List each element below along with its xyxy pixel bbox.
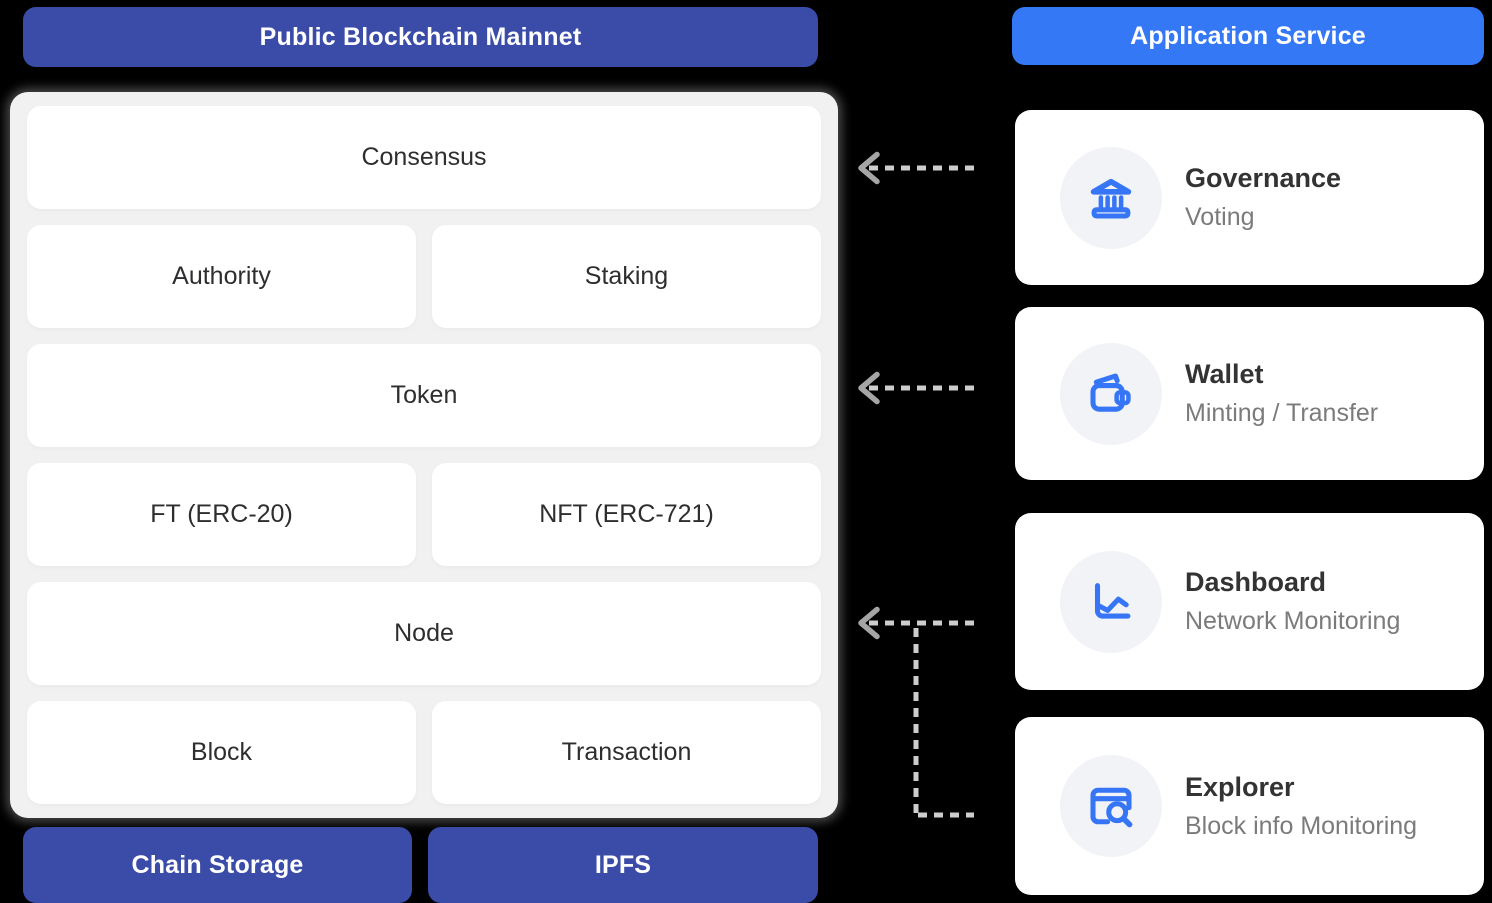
wallet-icon bbox=[1090, 372, 1131, 412]
explorer-icon-circle bbox=[1060, 755, 1162, 857]
box-node: Node bbox=[27, 582, 821, 685]
box-label: Transaction bbox=[561, 738, 692, 766]
chain-storage-label: Chain Storage bbox=[131, 850, 304, 879]
box-ft-erc20: FT (ERC-20) bbox=[27, 463, 416, 566]
card-governance: Governance Voting bbox=[1015, 110, 1484, 285]
line-chart-icon bbox=[1094, 582, 1131, 619]
governance-icon-circle bbox=[1060, 146, 1162, 249]
card-title: Explorer bbox=[1185, 771, 1295, 802]
governance-arrow bbox=[858, 151, 974, 185]
chain-storage-bar: Chain Storage bbox=[23, 827, 412, 903]
box-staking: Staking bbox=[432, 225, 821, 328]
panel-row: Block Transaction bbox=[27, 701, 821, 804]
application-service-header: Application Service bbox=[1012, 7, 1484, 65]
box-label: NFT (ERC-721) bbox=[539, 500, 714, 528]
mainnet-panel: Consensus Authority Staking Token FT (ER… bbox=[10, 92, 838, 818]
browser-search-icon bbox=[1090, 787, 1133, 828]
card-wallet: Wallet Minting / Transfer bbox=[1015, 307, 1484, 480]
box-label: Consensus bbox=[361, 143, 487, 171]
application-service-header-label: Application Service bbox=[1130, 21, 1366, 50]
box-block: Block bbox=[27, 701, 416, 804]
card-title: Dashboard bbox=[1185, 567, 1327, 597]
card-text: Dashboard Network Monitoring bbox=[1185, 567, 1400, 636]
panel-row: Authority Staking bbox=[27, 225, 821, 328]
ipfs-bar: IPFS bbox=[428, 827, 818, 903]
bank-icon bbox=[1090, 178, 1132, 219]
wallet-arrow bbox=[858, 371, 974, 405]
card-title: Governance bbox=[1185, 163, 1342, 193]
box-label: FT (ERC-20) bbox=[150, 500, 293, 528]
dashboard-explorer-arrow bbox=[858, 606, 974, 818]
mainnet-header-label: Public Blockchain Mainnet bbox=[259, 22, 582, 51]
card-dashboard: Dashboard Network Monitoring bbox=[1015, 513, 1484, 690]
panel-row: Token bbox=[27, 344, 821, 447]
card-text: Wallet Minting / Transfer bbox=[1185, 359, 1378, 428]
ipfs-label: IPFS bbox=[594, 850, 652, 879]
card-subtitle: Network Monitoring bbox=[1185, 607, 1401, 635]
box-nft-erc721: NFT (ERC-721) bbox=[432, 463, 821, 566]
box-label: Token bbox=[390, 381, 458, 409]
box-consensus: Consensus bbox=[27, 106, 821, 209]
mainnet-header: Public Blockchain Mainnet bbox=[23, 7, 818, 67]
card-explorer: Explorer Block info Monitoring bbox=[1015, 717, 1484, 895]
card-title: Wallet bbox=[1185, 359, 1264, 389]
panel-row: Node bbox=[27, 582, 821, 685]
dashboard-icon-circle bbox=[1060, 550, 1162, 653]
panel-row: FT (ERC-20) NFT (ERC-721) bbox=[27, 463, 821, 566]
card-subtitle: Block info Monitoring bbox=[1185, 811, 1418, 840]
wallet-icon-circle bbox=[1060, 342, 1162, 445]
card-subtitle: Voting bbox=[1185, 203, 1255, 231]
box-label: Staking bbox=[584, 262, 669, 290]
box-authority: Authority bbox=[27, 225, 416, 328]
panel-row: Consensus bbox=[27, 106, 821, 209]
box-transaction: Transaction bbox=[432, 701, 821, 804]
box-token: Token bbox=[27, 344, 821, 447]
box-label: Block bbox=[190, 738, 253, 766]
box-label: Node bbox=[394, 619, 454, 647]
card-text: Governance Voting bbox=[1185, 163, 1341, 232]
card-subtitle: Minting / Transfer bbox=[1185, 399, 1379, 427]
card-text: Explorer Block info Monitoring bbox=[1185, 772, 1417, 841]
box-label: Authority bbox=[172, 262, 271, 290]
